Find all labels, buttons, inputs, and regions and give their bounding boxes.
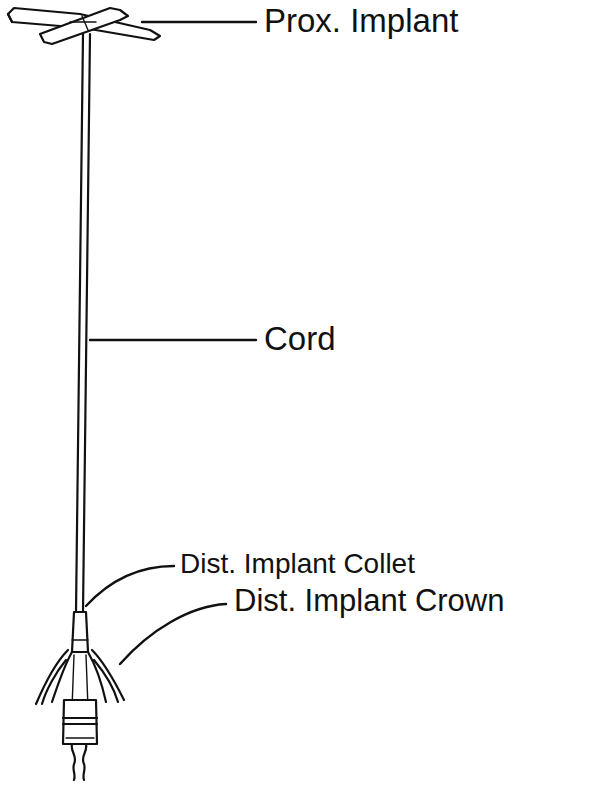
distal-implant-collet	[72, 612, 88, 652]
part-label: Cord	[264, 321, 336, 357]
cord	[76, 34, 90, 612]
part-label: Prox. Implant	[264, 3, 458, 39]
distal-implant-crown	[36, 650, 124, 780]
part-label: Dist. Implant Crown	[234, 584, 504, 618]
part-label: Dist. Implant Collet	[180, 549, 415, 580]
